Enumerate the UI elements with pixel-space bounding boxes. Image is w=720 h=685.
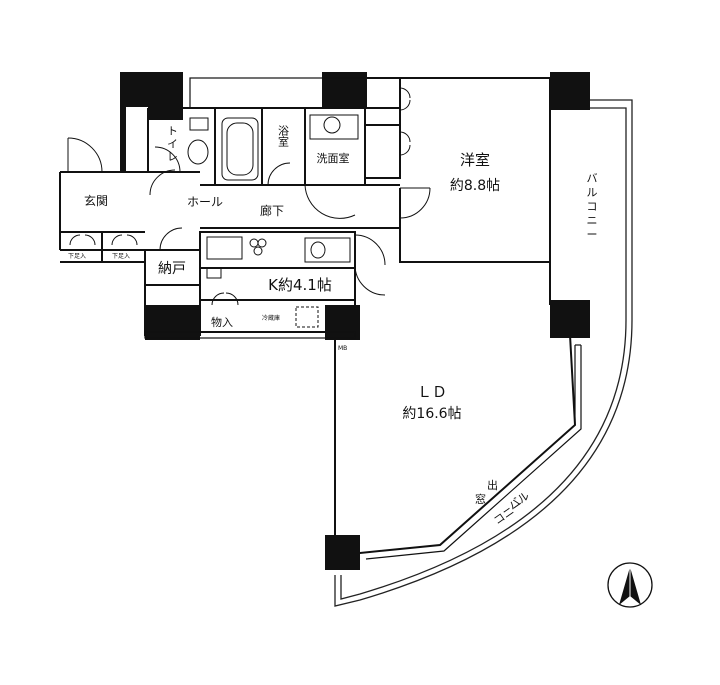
room-bath: 浴室: [277, 125, 290, 147]
svg-text:コ: コ: [587, 200, 598, 213]
north-arrow-icon: [607, 562, 653, 608]
room-pantry: 物入: [211, 315, 233, 329]
room-hall: ホール: [187, 195, 223, 209]
room-toilet: トイレ: [166, 125, 179, 164]
svg-text:ル: ル: [587, 186, 598, 199]
balcony-right-label: バ ル コ ニ ー: [587, 172, 598, 241]
room-washroom: 洗面室: [317, 151, 350, 165]
mb-label: MB: [338, 345, 347, 352]
wall-strips: [144, 77, 366, 339]
room-western-name: 洋室: [460, 151, 490, 169]
balcony-outline: [334, 99, 633, 607]
svg-text:バ: バ: [587, 172, 598, 185]
room-western-area: 約8.8帖: [450, 178, 500, 194]
shoe-label-2: 下足入: [112, 253, 130, 260]
room-ld-name: ＬＤ: [417, 383, 447, 401]
room-storage: 納戸: [158, 261, 186, 277]
bay-window-label: 出 窓: [475, 478, 498, 506]
svg-text:ニ: ニ: [587, 214, 598, 227]
small-labels: 下足入 下足入 MB 冷蔵庫: [68, 253, 347, 352]
svg-text:窓: 窓: [475, 492, 486, 506]
room-corridor: 廊下: [260, 203, 284, 218]
bay-window: [359, 344, 582, 560]
svg-text:出: 出: [487, 478, 498, 492]
fixtures: [187, 114, 359, 328]
room-ld-area: 約16.6帖: [402, 406, 461, 422]
room-kitchen-label: K約4.1帖: [268, 276, 332, 294]
room-entrance: 玄関: [84, 193, 108, 208]
columns: [120, 72, 590, 570]
shoe-label-1: 下足入: [68, 253, 86, 260]
doors: [67, 87, 431, 306]
fridge-label: 冷蔵庫: [262, 314, 280, 322]
svg-text:ー: ー: [587, 228, 598, 241]
